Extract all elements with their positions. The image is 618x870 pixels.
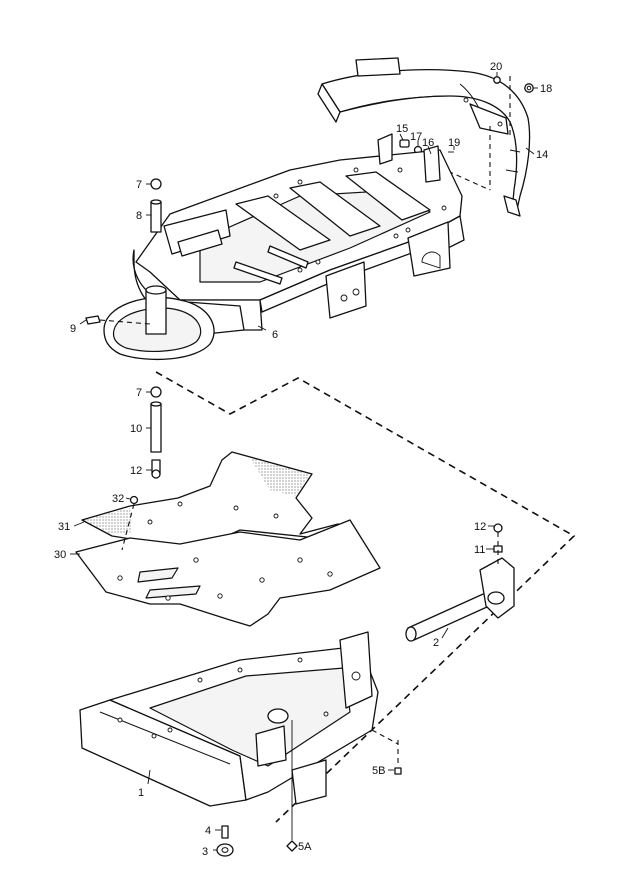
callout-30: 30 bbox=[54, 549, 66, 561]
callout-32: 32 bbox=[112, 493, 124, 505]
callout-19: 19 bbox=[448, 137, 460, 149]
callout-labels: 1 2 3 4 5A 5B 6 7 7 8 9 10 11 12 12 14 1… bbox=[54, 61, 552, 858]
frame-hardware bbox=[216, 720, 402, 857]
callout-11: 11 bbox=[474, 544, 485, 556]
callout-16: 16 bbox=[422, 137, 434, 149]
caster-axle-parts bbox=[150, 386, 162, 479]
callout-3: 3 bbox=[202, 846, 208, 858]
callout-17: 17 bbox=[410, 131, 422, 143]
callout-18: 18 bbox=[540, 83, 552, 95]
main-frame-part bbox=[79, 631, 379, 807]
floor-plate-lower-part bbox=[75, 519, 381, 627]
callout-31: 31 bbox=[58, 521, 70, 533]
callout-15: 15 bbox=[396, 123, 408, 135]
floor-plate-upper-part bbox=[81, 451, 353, 549]
callout-1: 1 bbox=[138, 787, 144, 799]
callout-6: 6 bbox=[272, 329, 278, 341]
callout-14: 14 bbox=[536, 149, 548, 161]
callout-5a: 5A bbox=[298, 841, 312, 853]
assembly-path-line bbox=[155, 371, 576, 823]
callout-12-right: 12 bbox=[474, 521, 486, 533]
caster-mount-part bbox=[85, 178, 215, 361]
callout-4: 4 bbox=[205, 825, 211, 837]
callout-2: 2 bbox=[433, 637, 439, 649]
callout-9: 9 bbox=[70, 323, 76, 335]
callout-12-lower: 12 bbox=[130, 465, 142, 477]
callout-10: 10 bbox=[130, 423, 142, 435]
callout-5b: 5B bbox=[372, 765, 385, 777]
floor-bolt-32 bbox=[121, 495, 139, 551]
pivot-bracket-part bbox=[479, 523, 515, 619]
callout-7-upper: 7 bbox=[136, 179, 142, 191]
rear-bumper-part bbox=[317, 57, 531, 217]
callout-8: 8 bbox=[136, 210, 142, 222]
callout-20: 20 bbox=[490, 61, 502, 73]
callout-7-lower: 7 bbox=[136, 387, 142, 399]
callout-leaders bbox=[70, 72, 538, 851]
